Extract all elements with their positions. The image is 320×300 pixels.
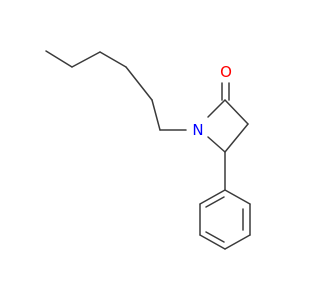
bond-ring-right: [224, 123, 249, 153]
bond-n-c4: [207, 136, 226, 153]
phenyl-bond-1: [224, 189, 251, 205]
bond-n-carbonyl: [207, 99, 226, 118]
bond-hexyl-4: [125, 66, 153, 101]
bond-hexyl-1: [45, 50, 73, 68]
bond-ring-top: [224, 99, 249, 125]
structure-diagram: O N: [45, 50, 251, 250]
bond-hexyl-3: [99, 51, 127, 68]
phenyl-bond-6: [199, 189, 226, 205]
phenyl-double-2: [205, 231, 225, 243]
molecule-canvas: O N: [45, 50, 251, 250]
bond-hexyl-5: [151, 99, 161, 131]
phenyl-double-3: [205, 196, 225, 208]
bond-hexyl-2: [71, 51, 101, 68]
phenyl-bond-3: [224, 234, 251, 250]
phenyl-bond-4: [199, 234, 226, 250]
nitrogen-label: N: [192, 121, 203, 139]
oxygen-label: O: [220, 63, 232, 81]
